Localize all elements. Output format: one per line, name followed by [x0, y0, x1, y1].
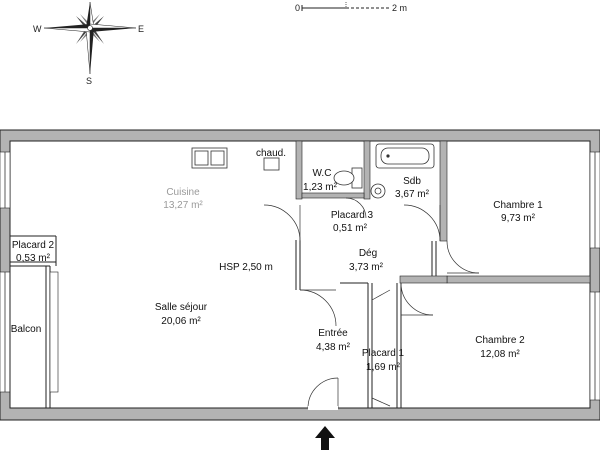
- room-name-chambre1: Chambre 1: [493, 200, 543, 211]
- room-area-cuisine: 13,27 m²: [163, 200, 203, 211]
- room-area-chambre1: 9,73 m²: [501, 213, 536, 224]
- room-name-placard2: Placard 2: [12, 240, 55, 251]
- compass-west-label: W: [33, 24, 42, 34]
- room-name-sdb: Sdb: [403, 176, 421, 187]
- room-name-placard3: Placard 3: [331, 210, 374, 221]
- arrow-up-icon: [315, 426, 335, 450]
- room-area-entree: 4,38 m²: [316, 342, 351, 353]
- compass-rose: W E S: [33, 1, 144, 86]
- doors: [263, 197, 480, 410]
- bathtub-icon: [375, 143, 435, 169]
- fixtures: [191, 143, 435, 199]
- room-name-deg: Dég: [359, 248, 377, 259]
- room-area-sdb: 3,67 m²: [395, 189, 430, 200]
- room-name-salle: Salle séjour: [155, 302, 208, 313]
- room-area-salle: 20,06 m²: [161, 316, 201, 327]
- room-name-balcon: Balcon: [11, 324, 42, 335]
- washbasin-icon: [370, 183, 386, 199]
- room-area-deg: 3,73 m²: [349, 262, 384, 273]
- room-area-placard2: 0,53 m²: [16, 253, 51, 264]
- scale-bar: 0 2 m: [295, 2, 407, 13]
- room-labels: chaud. Cuisine 13,27 m² W.C 1,23 m² Sdb …: [11, 148, 543, 373]
- compass-east-label: E: [138, 24, 144, 34]
- scale-start-label: 0: [295, 3, 300, 13]
- room-area-wc: 1,23 m²: [303, 182, 338, 193]
- room-name-cuisine: Cuisine: [166, 187, 200, 198]
- scale-end-label: 2 m: [392, 3, 407, 13]
- toilet-icon: [333, 167, 363, 189]
- walls: [0, 129, 600, 421]
- boiler-label: chaud.: [256, 148, 286, 159]
- room-name-placard1: Placard 1: [362, 348, 405, 359]
- room-area-placard1: 1,69 m²: [366, 362, 401, 373]
- room-name-entree: Entrée: [318, 328, 348, 339]
- room-area-placard3: 0,51 m²: [333, 223, 368, 234]
- kitchen-sink-icon: [191, 147, 228, 169]
- room-name-wc: W.C: [313, 168, 332, 179]
- compass-south-label: S: [86, 76, 92, 86]
- ceiling-height-label: HSP 2,50 m: [219, 262, 273, 273]
- compass-star-icon: [43, 1, 137, 75]
- boiler-icon: [263, 157, 280, 171]
- room-name-chambre2: Chambre 2: [475, 335, 525, 346]
- room-area-chambre2: 12,08 m²: [480, 349, 520, 360]
